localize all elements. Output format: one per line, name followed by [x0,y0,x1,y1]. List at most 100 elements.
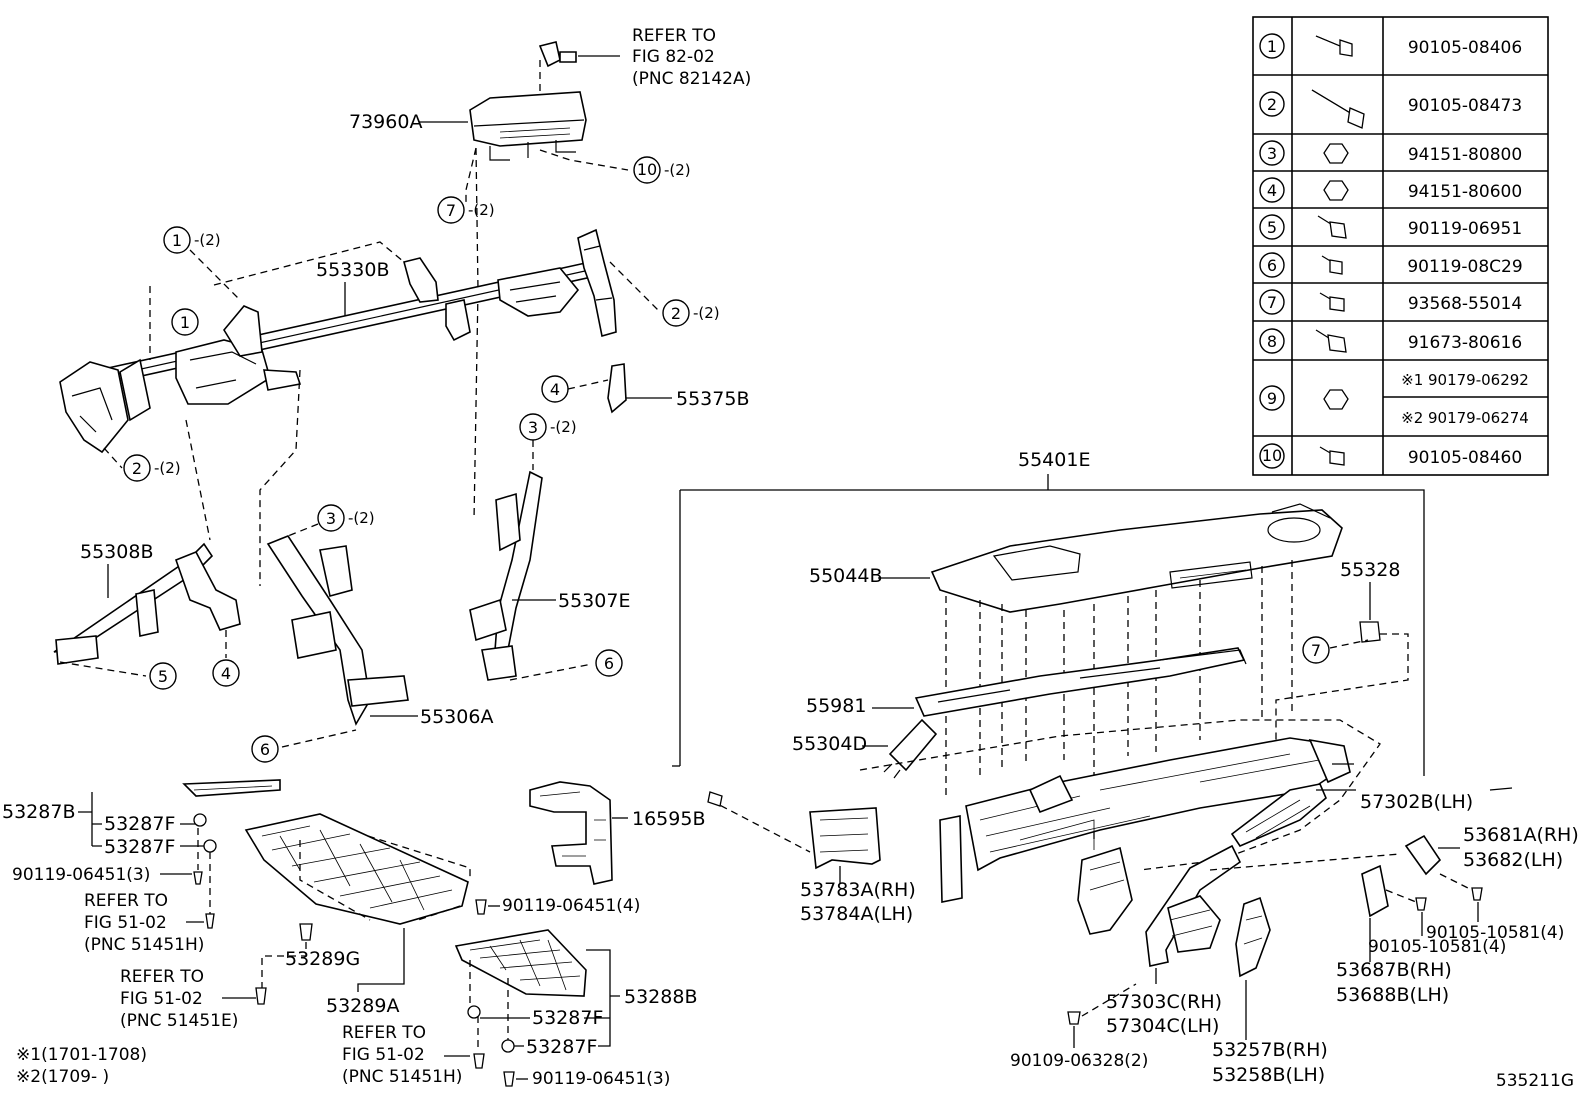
callout-1b: 1 [149,286,199,360]
svg-text:53681A(RH): 53681A(RH) [1463,824,1579,846]
svg-text:10: 10 [1262,446,1282,465]
svg-text:53784A(LH): 53784A(LH) [800,903,913,925]
svg-text:(PNC 51451H): (PNC 51451H) [84,935,204,955]
part-55308B: 55308B 5 4 [53,541,241,690]
callout-6a: 6 [509,649,623,681]
part-53681A: 53681A(RH) 53682(LH) 90105-10581(4) [1404,824,1579,943]
svg-text:FIG 51-02: FIG 51-02 [342,1045,425,1065]
svg-text:55304D: 55304D [792,733,867,755]
part-55307E: 3 -(2) 55307E [469,413,630,681]
footnotes: ※1(1701-1708) ※2(1709- ) [16,1045,147,1087]
svg-text:53287F: 53287F [526,1036,597,1058]
svg-text:535211G: 535211G [1496,1071,1574,1091]
svg-text:-(2): -(2) [550,418,577,436]
svg-text:55330B: 55330B [316,259,389,281]
svg-text:※2(1709- ): ※2(1709- ) [16,1067,109,1087]
table-row-10: 10 90105-08460 [1259,443,1522,469]
svg-text:53257B(RH): 53257B(RH) [1212,1039,1328,1061]
part-73960A: 73960A [349,91,587,161]
figure-code: 535211G [1496,1071,1574,1091]
svg-text:6: 6 [1267,256,1277,275]
part-55981: 55981 [806,647,1247,717]
part-55328: 55328 7 [1275,559,1409,760]
svg-text:-(2): -(2) [664,161,691,179]
part-55330B: 55330B [59,228,617,454]
part-16595B: 16595B [529,781,705,885]
ref-fig-51-02-b: REFER TO FIG 51-02 (PNC 51451E) [120,967,267,1031]
flange-bolt-icon [1315,329,1347,353]
svg-text:16595B: 16595B [632,808,705,830]
table-row-5: 5 90119-06951 [1259,214,1522,240]
svg-text:7: 7 [1311,641,1321,660]
svg-text:FIG 51-02: FIG 51-02 [84,913,167,933]
svg-text:53287F: 53287F [104,813,175,835]
part-53783A: 53783A(RH) 53784A(LH) [707,791,916,925]
part-53289G: 53289G [261,923,360,988]
svg-text:57302B(LH): 57302B(LH) [1360,791,1473,813]
svg-text:90109-06328(2): 90109-06328(2) [1010,1051,1148,1071]
svg-text:90105-10581(4): 90105-10581(4) [1368,937,1506,957]
svg-text:90105-10581(4): 90105-10581(4) [1426,923,1564,943]
svg-text:90119-06451(4): 90119-06451(4) [502,896,640,916]
svg-text:※1 90179-06292: ※1 90179-06292 [1401,371,1529,389]
callout-2a: 2 -(2) [609,261,720,327]
table-row-6: 6 90119-08C29 [1259,252,1523,278]
svg-text:7: 7 [446,201,456,220]
svg-text:REFER TO: REFER TO [120,967,204,987]
part-53289A: 53289A [244,813,471,1017]
svg-text:53687B(RH): 53687B(RH) [1336,959,1452,981]
part-90119-06451-4: 90119-06451(4) [475,896,640,916]
callout-2b: 2 -(2) [103,447,181,482]
svg-text:9: 9 [1267,389,1277,408]
svg-text:91673-80616: 91673-80616 [1408,333,1522,353]
svg-text:55308B: 55308B [80,541,153,563]
svg-text:55328: 55328 [1340,559,1400,581]
nut-icon [1323,389,1349,410]
flange-bolt-icon [1317,215,1347,239]
svg-text:4: 4 [1267,181,1277,200]
table-row-8: 8 91673-80616 [1259,328,1522,354]
svg-text:2: 2 [132,459,142,478]
svg-text:53783A(RH): 53783A(RH) [800,879,916,901]
svg-text:-(2): -(2) [348,509,375,527]
svg-text:3: 3 [528,418,538,437]
long-bolt-icon [1311,89,1365,129]
svg-text:53688B(LH): 53688B(LH) [1336,984,1449,1006]
part-55044B: 55044B [809,503,1343,613]
svg-text:55307E: 55307E [558,590,630,612]
nut-icon [1323,143,1349,164]
svg-text:55306A: 55306A [420,706,493,728]
svg-text:10: 10 [637,160,657,179]
svg-text:53287B: 53287B [2,801,75,823]
svg-text:57304C(LH): 57304C(LH) [1106,1015,1219,1037]
fasteners-table: 1 90105-08406 2 90105-08473 3 94151-8080… [1252,16,1549,476]
part-53287B-group: 53287B 53287F 53287F 90119-06451(3) [2,779,281,929]
svg-text:-(2): -(2) [693,304,720,322]
svg-text:7: 7 [1267,293,1277,312]
svg-text:90105-08473: 90105-08473 [1408,96,1522,116]
svg-text:3: 3 [1267,144,1277,163]
table-row-2: 2 90105-08473 [1259,89,1522,129]
svg-text:90119-06451(3): 90119-06451(3) [12,865,150,885]
svg-text:53287F: 53287F [532,1007,603,1029]
svg-text:2: 2 [1267,95,1277,114]
table-row-1: 1 90105-08406 [1259,33,1522,59]
ref-fig-51-02-c: REFER TO FIG 51-02 (PNC 51451H) [342,1023,470,1087]
svg-text:6: 6 [260,740,270,759]
part-53257B: 53257B(RH) 53258B(LH) [1212,896,1328,1086]
part-55306A: 3 -(2) 55306A [266,504,493,728]
screw-icon [1319,292,1345,312]
svg-text:REFER TO: REFER TO [632,26,716,46]
part-55401E-frame: 55401E [672,449,1425,776]
part-53288B: 53288B 53287F 53287F 90119-06451(3) [454,929,697,1089]
long-bolt-icon [1315,35,1353,57]
svg-text:55981: 55981 [806,695,866,717]
svg-text:90105-08406: 90105-08406 [1408,38,1522,58]
svg-text:53289A: 53289A [326,995,399,1017]
svg-text:94151-80800: 94151-80800 [1408,145,1522,165]
callout-1a: 1 -(2) [163,226,241,301]
svg-text:93568-55014: 93568-55014 [1408,294,1522,314]
svg-text:2: 2 [671,304,681,323]
svg-text:90119-08C29: 90119-08C29 [1407,257,1522,277]
